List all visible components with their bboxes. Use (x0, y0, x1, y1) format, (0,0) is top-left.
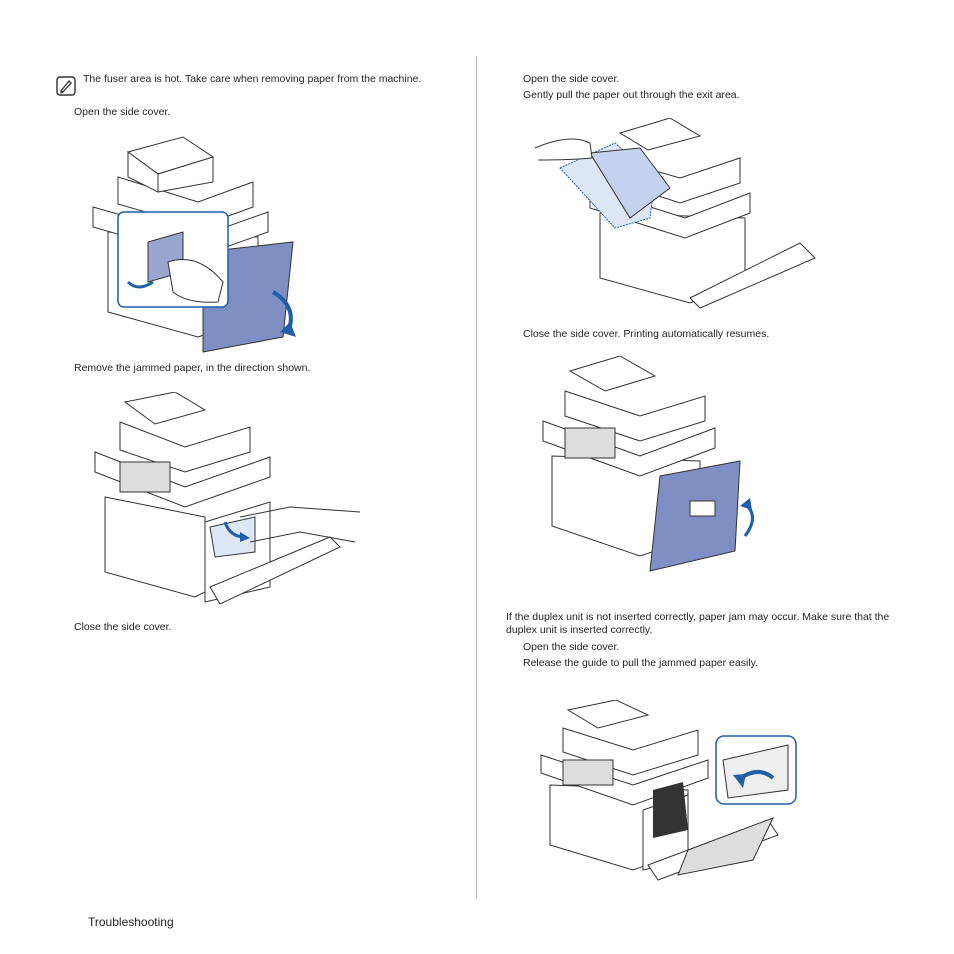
note-text: The fuser area is hot. Take care when re… (83, 73, 422, 85)
figure-open-side-cover (92, 136, 296, 353)
duplex-note: If the duplex unit is not inserted corre… (506, 611, 890, 636)
left-step-3: Close the side cover. (74, 621, 172, 633)
figure-remove-jammed-paper (94, 392, 361, 605)
right-step-5: Release the guide to pull the jammed pap… (523, 657, 759, 669)
footer-section-label: Troubleshooting (88, 915, 174, 929)
column-divider (476, 56, 477, 898)
note-icon (56, 76, 76, 96)
right-step-1: Open the side cover. (523, 73, 620, 85)
figure-release-guide (540, 700, 797, 881)
left-step-2: Remove the jammed paper, in the directio… (74, 362, 311, 374)
right-step-4: Open the side cover. (523, 641, 620, 653)
right-step-2: Gently pull the paper out through the ex… (523, 89, 740, 101)
figure-close-side-cover (542, 356, 754, 572)
figure-pull-paper-exit (534, 118, 816, 309)
left-step-1: Open the side cover. (74, 106, 171, 118)
right-step-3: Close the side cover. Printing automatic… (523, 328, 770, 340)
